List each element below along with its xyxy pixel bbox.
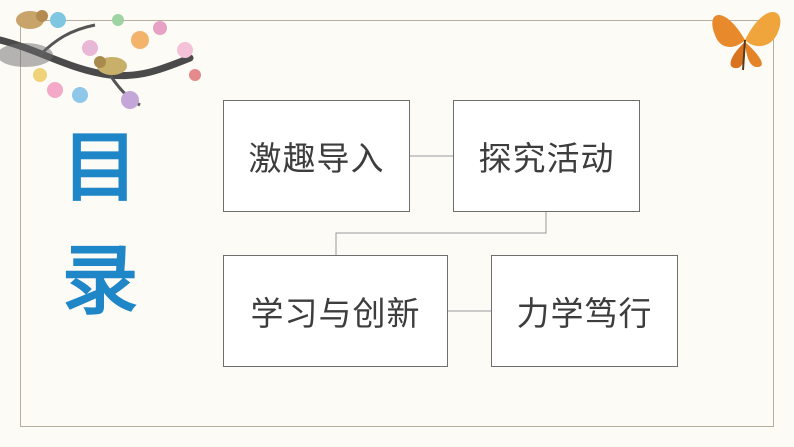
toc-item-intro[interactable]: 激趣导入 <box>223 100 410 212</box>
page-border <box>20 20 774 427</box>
bird-icon <box>16 10 48 29</box>
toc-item-explore[interactable]: 探究活动 <box>453 100 640 212</box>
title-char-lu: 录 <box>62 236 138 325</box>
butterfly-icon <box>712 12 781 71</box>
toc-item-practice[interactable]: 力学笃行 <box>491 255 678 367</box>
title-char-mu: 目 <box>62 123 138 212</box>
toc-item-learn-innovate[interactable]: 学习与创新 <box>223 255 448 367</box>
bird-icon <box>94 56 127 75</box>
plum-branch-decoration <box>0 10 201 109</box>
